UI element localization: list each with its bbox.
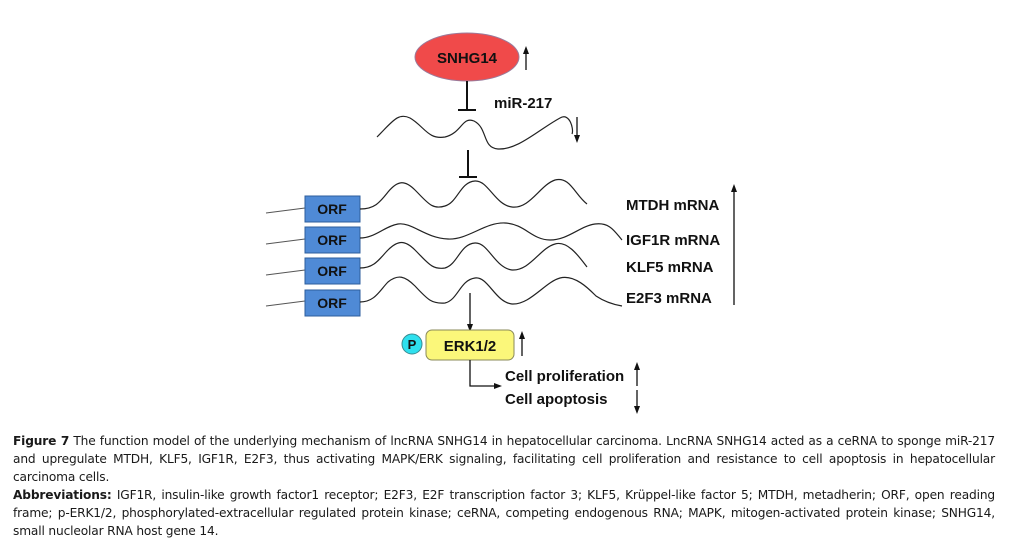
orf-label: ORF [317, 201, 347, 217]
outcome-proliferation-label: Cell proliferation [505, 368, 624, 385]
orf-box [304, 289, 361, 317]
figure-text: The function model of the underlying mec… [13, 434, 995, 484]
inhibition-snhg14-to-mir217 [458, 81, 476, 111]
orf-box [304, 257, 361, 285]
abbreviations-text: IGF1R, insulin-like growth factor1 recep… [13, 488, 995, 538]
erk-node: ERK1/2 [425, 329, 515, 361]
erk-label: ERK1/2 [444, 338, 497, 355]
mrna-row: ORF IGF1R mRNA [265, 222, 720, 254]
phospho-circle [401, 333, 423, 355]
phospho-label: P [408, 337, 417, 352]
leader-line [265, 300, 306, 307]
mrna-wave [359, 241, 588, 271]
mrna-wave [359, 276, 623, 307]
mrna-row: ORF MTDH mRNA [265, 178, 719, 223]
snhg14-node: SNHG14 [414, 32, 520, 82]
caption-main: Figure 7 The function model of the under… [13, 432, 995, 486]
orf-label: ORF [317, 232, 347, 248]
mrna-wave [359, 178, 588, 210]
mrna-label: E2F3 mRNA [626, 290, 712, 307]
orf-label: ORF [317, 263, 347, 279]
arrow-erk-to-outcomes [469, 360, 502, 389]
mir217-wave [376, 115, 574, 150]
mrna-row: ORF E2F3 mRNA [265, 276, 712, 317]
snhg14-label: SNHG14 [437, 50, 498, 67]
orf-box [304, 226, 361, 254]
orf-label: ORF [317, 295, 347, 311]
figure-caption: Figure 7 The function model of the under… [13, 432, 995, 540]
mir217-label: miR-217 [494, 95, 552, 112]
mechanism-diagram: SNHG14 miR-217 ORF MTDH mRNA ORF IGF1R mRNA… [265, 32, 737, 414]
mrna-label: MTDH mRNA [626, 197, 719, 214]
outcome-apoptosis-label: Cell apoptosis [505, 391, 608, 408]
phospho-badge: P [401, 333, 423, 355]
leader-line [265, 207, 306, 214]
inhibition-mir217-to-mrnas [459, 150, 477, 178]
caption-abbreviations: Abbreviations: IGF1R, insulin-like growt… [13, 486, 995, 540]
abbreviations-label: Abbreviations: [13, 488, 112, 502]
mrna-row: ORF KLF5 mRNA [265, 241, 714, 285]
figure-label: Figure 7 [13, 434, 70, 448]
leader-line [265, 238, 306, 245]
mrna-label: KLF5 mRNA [626, 259, 714, 276]
mrna-label: IGF1R mRNA [626, 232, 720, 249]
mrna-wave [359, 222, 623, 241]
leader-line [265, 269, 306, 276]
